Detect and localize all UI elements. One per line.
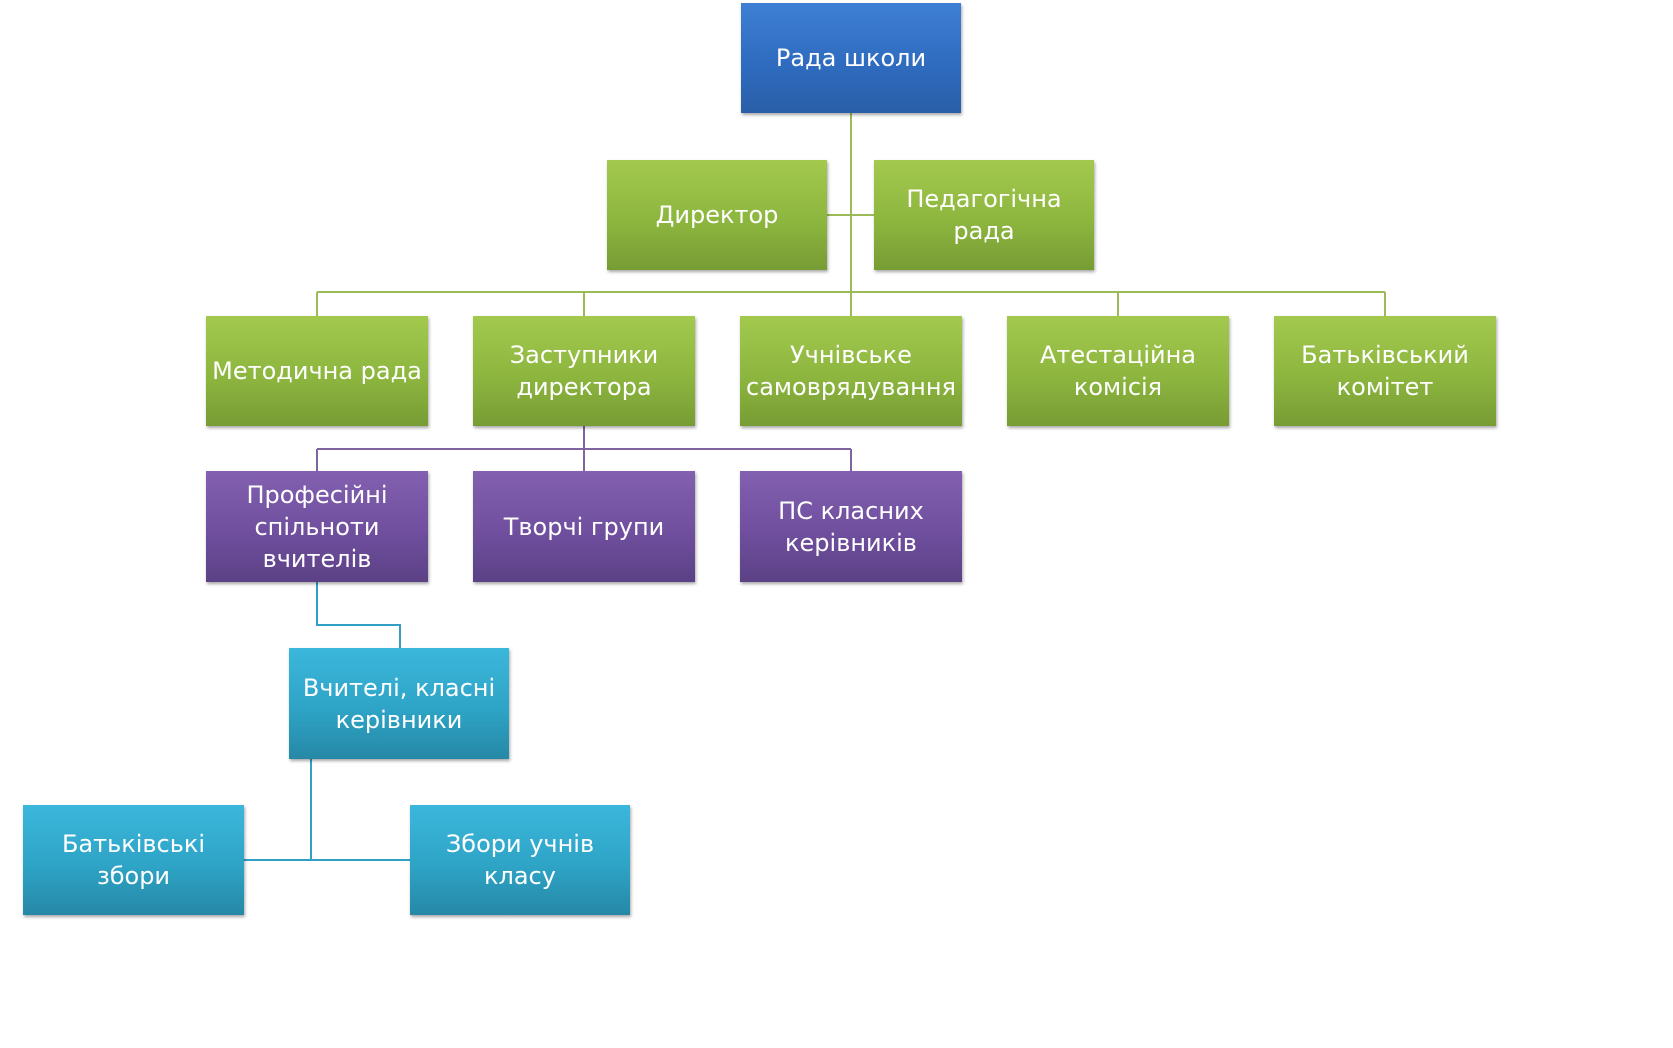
node-batkivskyi-komitet: Батьківський комітет: [1274, 316, 1496, 426]
node-tvorchi-hrupy: Творчі групи: [473, 471, 695, 582]
node-label: Збори учнів класу: [445, 830, 595, 890]
node-label: Заступники директора: [509, 341, 659, 401]
node-profesiini-spilnoty: Професійні спільноти вчителів: [206, 471, 428, 582]
node-label: Творчі групи: [503, 512, 665, 541]
node-label: Батьківські збори: [61, 830, 206, 890]
node-label: Професійні спільноти вчителів: [246, 480, 388, 573]
node-uchnivske-samovriaduvannia: Учнівське самоврядування: [740, 316, 962, 426]
node-dyrektor: Директор: [607, 160, 827, 270]
node-ps-klasnykh-kerivnykiv: ПС класних керівників: [740, 471, 962, 582]
node-label: Директор: [655, 201, 779, 229]
node-label: Атестаційна комісія: [1039, 341, 1197, 401]
node-metodychna-rada: Методична рада: [206, 316, 428, 426]
connector-profesiini-vchyteli: [316, 582, 401, 648]
node-batkivski-zbory: Батьківські збори: [23, 805, 244, 915]
green-connectors: [316, 113, 1386, 316]
node-label: Вчителі, класні керівники: [302, 673, 496, 734]
node-zastupnyky-dyrektora: Заступники директора: [473, 316, 695, 426]
node-rada-shkoly: Рада школи: [741, 3, 961, 113]
purple-connectors: [316, 426, 852, 471]
node-label: Педагогічна рада: [906, 185, 1062, 245]
node-label: ПС класних керівників: [778, 496, 924, 557]
node-atestatsiina-komisiia: Атестаційна комісія: [1007, 316, 1229, 426]
node-label: Батьківський комітет: [1301, 341, 1469, 401]
node-label: Учнівське самоврядування: [746, 341, 956, 401]
node-zbory-uchniv-klasu: Збори учнів класу: [410, 805, 630, 915]
node-pedahohichna-rada: Педагогічна рада: [874, 160, 1094, 270]
cyan-connectors: [244, 582, 410, 861]
node-label: Рада школи: [775, 44, 927, 72]
node-label: Методична рада: [212, 357, 422, 385]
node-vchyteli-klasni-kerivnyky: Вчителі, класні керівники: [289, 648, 509, 759]
